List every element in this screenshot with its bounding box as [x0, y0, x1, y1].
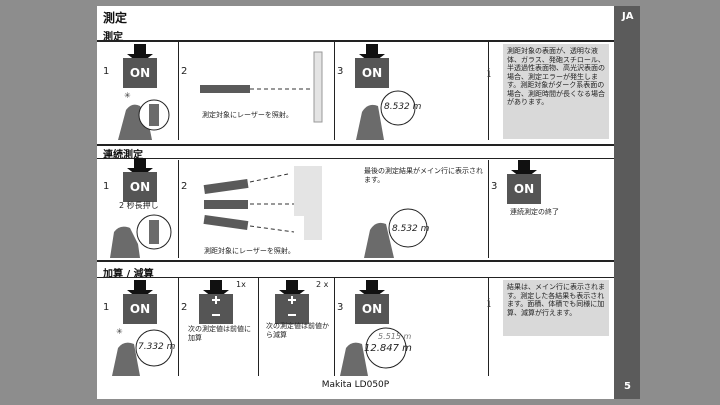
arrow-down-icon	[123, 280, 157, 324]
display-value: 8.532 m	[392, 224, 430, 234]
info-icon: i	[487, 66, 491, 80]
display-previous: 5.515 m	[378, 332, 412, 341]
step-number: 2	[181, 181, 188, 192]
caption-subtract: 次の測定値は前値から減算	[266, 322, 329, 339]
arrow-down-icon	[355, 280, 389, 324]
section-rule	[97, 260, 614, 262]
side-bar	[614, 6, 640, 399]
on-label: ON	[129, 302, 151, 316]
on-label: ON	[361, 302, 383, 316]
step-number: 1	[103, 181, 110, 192]
caption-laser: 測定対象にレーザーを照射。	[202, 111, 293, 119]
info-icon: i	[487, 296, 491, 310]
on-button-icon: ON	[123, 280, 157, 324]
section-rule	[97, 40, 614, 42]
caption-laser: 測距対象にレーザーを照射。	[204, 247, 295, 255]
on-label: ON	[129, 66, 151, 80]
device-hand-icon	[364, 208, 428, 258]
footer-model: Makita LD050P	[321, 380, 390, 390]
step-number: 3	[337, 302, 344, 313]
language-label: JA	[622, 11, 634, 22]
display-value: 8.532 m	[384, 102, 422, 112]
laser-target-icon	[200, 51, 323, 123]
divider	[178, 42, 179, 140]
step-number: 3	[337, 66, 344, 77]
step-number: 1	[103, 302, 110, 313]
section-title-addsub: 加算 / 減算	[103, 269, 154, 280]
section-title-measure: 測定	[103, 32, 123, 43]
arrow-down-icon	[123, 158, 157, 202]
divider	[488, 42, 489, 140]
caption-add: 次の測定値は前値に加算	[188, 325, 251, 342]
on-button-icon: ON	[355, 44, 389, 88]
arrow-down-icon	[355, 44, 389, 88]
divider	[334, 278, 335, 376]
plus-button-icon	[199, 280, 233, 324]
press-count: 1x	[236, 280, 246, 289]
arrow-down-icon	[275, 280, 309, 324]
page-number: 5	[624, 381, 631, 392]
on-button-icon: ON	[507, 160, 541, 204]
svg-text:✳: ✳	[116, 327, 123, 336]
section-title-continuous: 連続測定	[103, 150, 143, 161]
device-hand-icon: ✳	[112, 327, 173, 376]
step-number: 3	[491, 181, 498, 192]
press-count: 2 x	[316, 280, 329, 289]
divider	[178, 160, 179, 258]
device-hand-icon	[356, 90, 416, 140]
section-rule	[97, 158, 614, 159]
device-hand-icon	[110, 214, 172, 258]
on-label: ON	[513, 182, 535, 196]
on-button-icon: ON	[123, 44, 157, 88]
minus-button-icon	[275, 280, 309, 324]
note-measure: 測距対象の表面が、透明な液体、ガラス、発砲スチロール、半透過性表面物、高光沢表面…	[503, 44, 609, 139]
caption-last-result: 最後の測定結果がメイン行に表示されます。	[364, 167, 483, 184]
display-value: 7.332 m	[138, 342, 176, 352]
step-number: 1	[103, 66, 110, 77]
hold-text: 2 秒長押し	[119, 201, 159, 210]
step-number: 2	[181, 302, 188, 313]
display-result: 12.847 m	[364, 343, 412, 354]
laser-multi-icon	[203, 166, 322, 240]
arrow-down-icon	[507, 160, 541, 204]
caption-end: 連続測定の終了	[510, 208, 559, 216]
note-addsub: 結果は、メイン行に表示されます。測定した各結果も表示されます。面積、体積でも同様…	[503, 280, 609, 336]
divider	[488, 160, 489, 258]
device-hand-icon	[340, 327, 407, 376]
on-label: ON	[129, 180, 151, 194]
page-title: 測定	[103, 11, 128, 25]
section-rule	[97, 277, 614, 278]
step-number: 2	[181, 66, 188, 77]
arrow-down-icon	[199, 280, 233, 324]
on-button-icon: ON	[355, 280, 389, 324]
on-button-icon: ON	[123, 158, 157, 202]
divider	[258, 278, 259, 376]
device-hand-icon: ✳	[118, 91, 170, 140]
arrow-down-icon	[123, 44, 157, 88]
divider	[488, 278, 489, 376]
divider	[334, 42, 335, 140]
section-rule	[97, 144, 614, 146]
divider	[178, 278, 179, 376]
svg-text:✳: ✳	[124, 91, 131, 100]
on-label: ON	[361, 66, 383, 80]
